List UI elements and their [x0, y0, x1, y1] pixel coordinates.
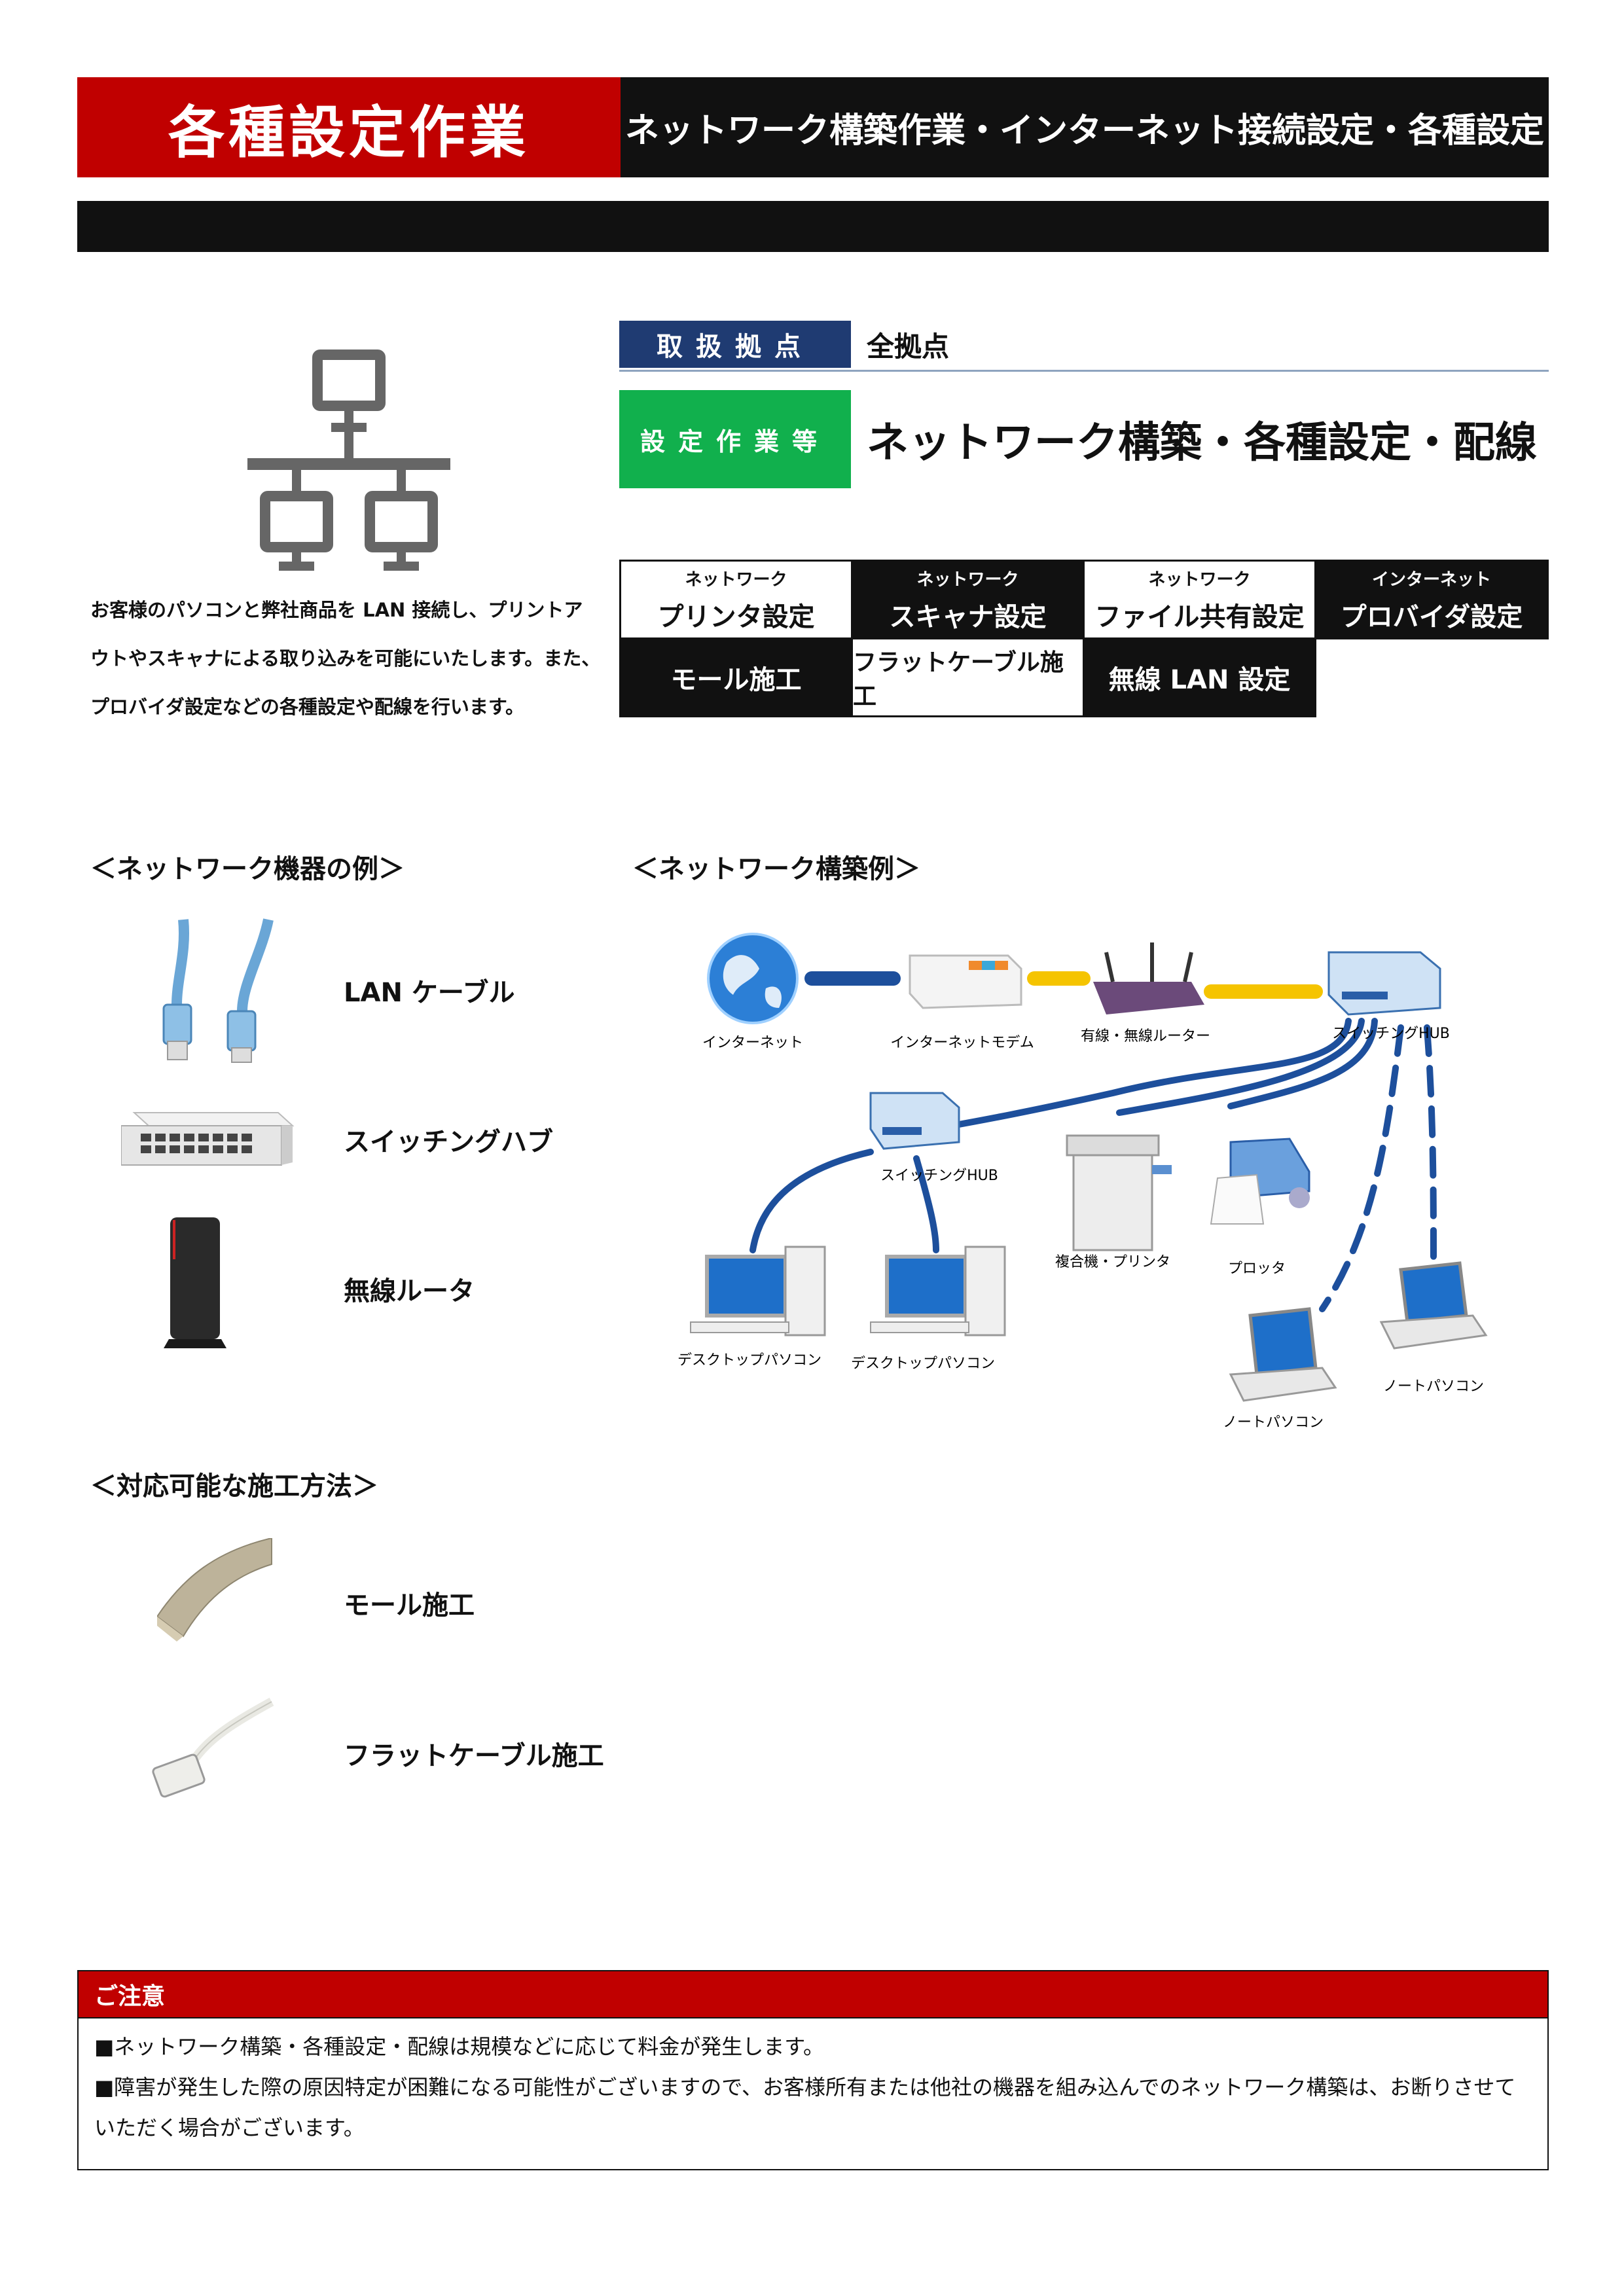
page-subtitle: ネットワーク構築作業・インターネット接続設定・各種設定	[621, 77, 1549, 177]
notice-line-2: ■障害が発生した際の原因特定が困難になる可能性がございますので、お客様所有または…	[94, 2075, 1516, 2140]
label-mfp: 複合機・プリンタ	[1055, 1254, 1170, 1270]
work-value: ネットワーク構築・各種設定・配線	[867, 419, 1537, 467]
label-hub-sub: スイッチングHUB	[880, 1168, 998, 1184]
service-molding: モール施工	[619, 637, 853, 717]
label-hub-main: スイッチングHUB	[1332, 1026, 1450, 1042]
flat-cable-image	[152, 1697, 274, 1798]
work-label: 設定作業等	[619, 390, 851, 488]
service-name: フラットケーブル施工	[853, 649, 1064, 710]
location-value: 全拠点	[867, 330, 950, 363]
service-printer: ネットワーク プリンタ設定	[619, 560, 853, 639]
device-label-lan-cable: LAN ケーブル	[344, 978, 515, 1008]
label-notebook-1: ノートパソコン	[1223, 1414, 1324, 1431]
service-category: ネットワーク	[916, 569, 1019, 590]
network-title: ＜ネットワーク構築例＞	[632, 854, 920, 884]
lan-cable-image	[162, 918, 274, 1063]
location-label: 取扱拠点	[619, 321, 851, 368]
page-title: 各種設定作業	[77, 77, 621, 177]
service-name: スキャナ設定	[889, 601, 1047, 632]
method-label-flat-cable: フラットケーブル施工	[344, 1741, 604, 1771]
devices-title: ＜ネットワーク機器の例＞	[90, 854, 405, 884]
service-name: プロバイダ設定	[1340, 601, 1523, 632]
notice-line-1: ■ネットワーク構築・各種設定・配線は規模などに応じて料金が発生します。	[94, 2034, 825, 2059]
label-desktop-1: デスクトップパソコン	[677, 1352, 821, 1369]
label-notebook-2: ノートパソコン	[1383, 1378, 1484, 1395]
service-name: プリンタ設定	[657, 601, 815, 632]
device-label-switching-hub: スイッチングハブ	[344, 1127, 553, 1157]
service-category: ネットワーク	[1148, 569, 1251, 590]
device-label-wireless-router: 無線ルータ	[344, 1276, 475, 1306]
wireless-router-image	[164, 1217, 226, 1348]
divider	[619, 370, 1549, 372]
label-internet: インターネット	[702, 1035, 803, 1051]
description: お客様のパソコンと弊社商品を LAN 接続し、プリントアウトやスキャナによる取り…	[90, 599, 601, 718]
notice-body: ■ネットワーク構築・各種設定・配線は規模などに応じて料金が発生します。 ■障害が…	[77, 2018, 1549, 2170]
service-name: モール施工	[670, 665, 802, 695]
service-flat-cable: フラットケーブル施工	[851, 637, 1085, 717]
molding-image	[157, 1538, 272, 1641]
service-wireless-lan: 無線 LAN 設定	[1083, 637, 1316, 717]
label-router: 有線・無線ルーター	[1081, 1028, 1210, 1045]
service-category: ネットワーク	[685, 569, 787, 590]
network-icon	[247, 350, 450, 571]
method-label-molding: モール施工	[344, 1590, 475, 1621]
switching-hub-image	[121, 1112, 295, 1166]
service-provider: インターネット プロバイダ設定	[1314, 560, 1549, 639]
service-file-share: ネットワーク ファイル共有設定	[1083, 560, 1316, 639]
service-category: インターネット	[1371, 569, 1491, 590]
label-plotter: プロッタ	[1228, 1261, 1286, 1277]
notice-title: ご注意	[77, 1970, 1549, 2018]
service-name: ファイル共有設定	[1094, 601, 1305, 632]
network-diagram: インターネット インターネットモデム 有線・無線ルーター スイッチングHUB ス…	[677, 933, 1488, 1431]
label-desktop-2: デスクトップパソコン	[851, 1355, 995, 1372]
service-scanner: ネットワーク スキャナ設定	[851, 560, 1085, 639]
header-bar	[77, 201, 1549, 252]
methods-title: ＜対応可能な施工方法＞	[90, 1471, 378, 1501]
service-name: 無線 LAN 設定	[1108, 665, 1291, 695]
label-modem: インターネットモデム	[890, 1035, 1034, 1051]
